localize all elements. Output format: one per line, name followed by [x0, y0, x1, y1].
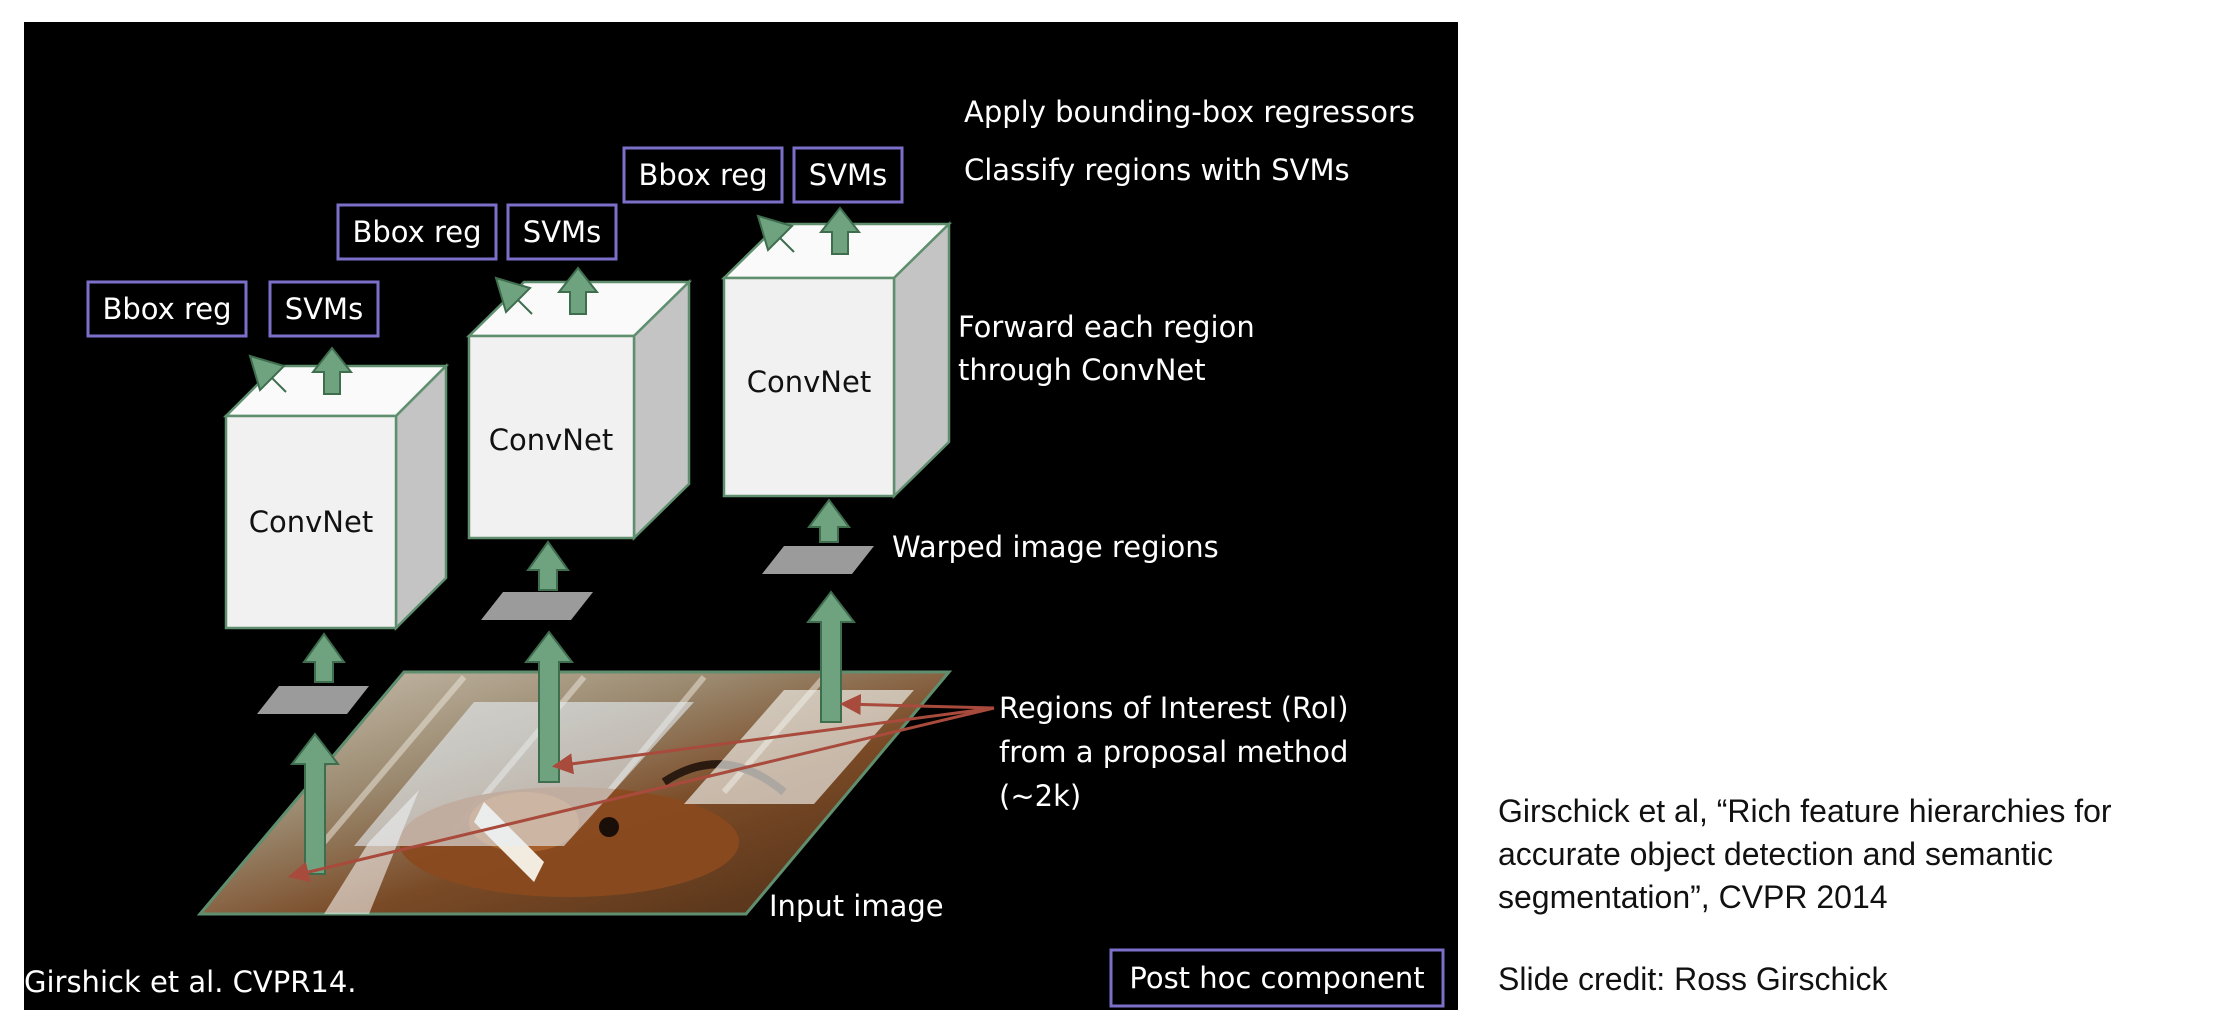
roi-annotation-line3: (~2k)	[999, 779, 1081, 813]
bbox-reg-label: Bbox reg	[352, 215, 481, 249]
output-arrows-1	[248, 346, 354, 395]
slide-citation: Girshick et al. CVPR14.	[24, 965, 357, 999]
paper-reference-line1: Girschick et al, “Rich feature hierarchi…	[1498, 793, 2112, 829]
warped-region-1	[257, 686, 369, 714]
bbox-reg-box-3	[622, 146, 784, 204]
convnet-label: ConvNet	[249, 505, 373, 539]
output-arrows-3	[756, 206, 862, 255]
bbox-reg-label: Bbox reg	[638, 158, 767, 192]
up-arrow	[807, 498, 851, 543]
forward-annotation-line1: Forward each region	[958, 310, 1255, 344]
convnet-block-3: ConvNet	[720, 221, 953, 499]
roi-region-2	[354, 702, 694, 846]
paper-reference: Girschick et al, “Rich feature hierarchi…	[1498, 790, 2198, 919]
output-arrows-2	[494, 266, 600, 315]
roi-annotation-line1: Regions of Interest (RoI)	[999, 691, 1349, 725]
paper-reference-line2: accurate object detection and semantic	[1498, 836, 2053, 872]
convnet-block-1: ConvNet	[222, 362, 450, 632]
svms-box-3	[792, 146, 904, 204]
roi-pointers	[287, 693, 995, 883]
slide-credit: Slide credit: Ross Girschick	[1498, 961, 1888, 997]
bbox-reg-label: Bbox reg	[102, 292, 231, 326]
warped-annotation: Warped image regions	[892, 530, 1219, 564]
convnet-block-2: ConvNet	[465, 279, 693, 541]
slide-panel: ConvNet ConvNet ConvNet Bbox reg SVMs Bb…	[24, 22, 1458, 1010]
paper-reference-line3: segmentation”, CVPR 2014	[1498, 879, 1888, 915]
up-arrow	[289, 732, 341, 875]
roi-annotation-line2: from a proposal method	[999, 735, 1348, 769]
post-hoc-legend-box	[1109, 948, 1445, 1008]
up-arrow	[302, 632, 346, 683]
svms-label: SVMs	[285, 292, 363, 326]
classify-annotation: Classify regions with SVMs	[964, 153, 1350, 187]
warped-region-2	[481, 592, 593, 620]
input-image-annotation: Input image	[769, 889, 944, 923]
svms-label: SVMs	[523, 215, 601, 249]
svms-box-2	[506, 203, 618, 261]
svms-box-1	[268, 280, 380, 338]
up-arrow	[526, 540, 570, 591]
rcnn-diagram: ConvNet ConvNet ConvNet Bbox reg SVMs Bb…	[24, 95, 1445, 1008]
apply-bbox-annotation: Apply bounding-box regressors	[964, 95, 1415, 129]
roi-region-3	[684, 690, 914, 804]
bbox-reg-box-2	[336, 203, 498, 261]
convnet-label: ConvNet	[489, 423, 613, 457]
convnet-label: ConvNet	[747, 365, 871, 399]
forward-annotation-line2: through ConvNet	[958, 353, 1206, 387]
svms-label: SVMs	[809, 158, 887, 192]
warped-region-3	[762, 546, 874, 574]
post-hoc-legend-label: Post hoc component	[1129, 961, 1424, 995]
bbox-reg-box-1	[86, 280, 248, 338]
